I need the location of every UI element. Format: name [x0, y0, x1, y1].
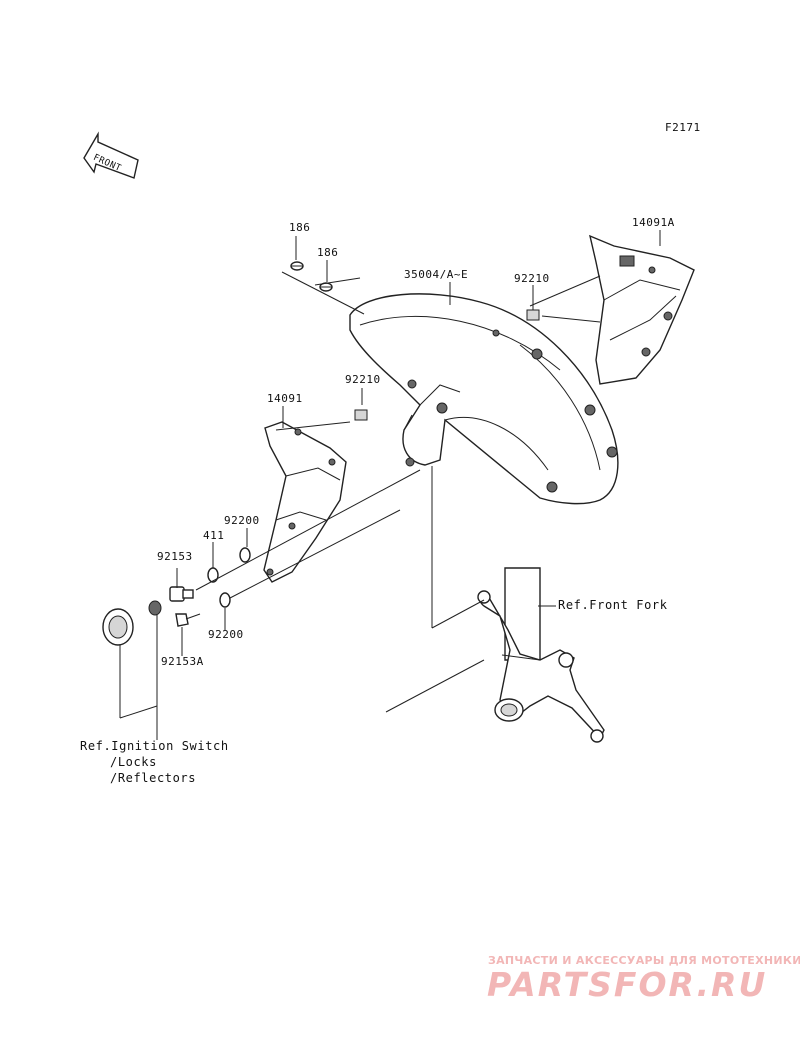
grommet-92210-left [354, 409, 368, 421]
label-186-a: 186 [289, 221, 311, 234]
leader-lines [119, 230, 661, 740]
front-fender [349, 293, 619, 505]
label-14091A: 14091A [632, 216, 675, 229]
fender-cover-right [589, 234, 695, 385]
label-92210-left: 92210 [345, 373, 381, 386]
front-arrow-icon [83, 131, 139, 179]
label-92153A: 92153A [161, 655, 204, 668]
spacer-411 [207, 567, 219, 583]
bolt-92153A [175, 613, 201, 627]
front-fork [477, 567, 605, 743]
label-92153: 92153 [157, 550, 193, 563]
label-14091: 14091 [267, 392, 303, 405]
watermark-tagline: ЗАПЧАСТИ И АКСЕССУАРЫ ДЛЯ МОТОТЕХНИКИ [488, 954, 800, 967]
label-186-b: 186 [317, 246, 339, 259]
grommet-92210-right [526, 309, 540, 321]
bolt-92153 [169, 586, 194, 602]
ref-reflectors: /Reflectors [110, 771, 197, 785]
label-35004: 35004/A~E [404, 268, 469, 281]
label-92200-upper: 92200 [224, 514, 260, 527]
label-92210-right: 92210 [514, 272, 550, 285]
washer-92200-lower [219, 592, 231, 608]
ref-locks: /Locks [110, 755, 157, 769]
washer-92200-upper [239, 547, 251, 563]
reflector [102, 608, 134, 646]
ref-front-fork: Ref.Front Fork [558, 598, 668, 612]
label-92200-lower: 92200 [208, 628, 244, 641]
label-411: 411 [203, 529, 225, 542]
nut [148, 600, 162, 616]
ref-ignition-switch: Ref.Ignition Switch [80, 739, 229, 753]
figure-code: F2171 [665, 121, 701, 134]
bolt-186-a [290, 261, 304, 271]
watermark-logo: PARTSFOR.RU [487, 965, 768, 1004]
fender-cover-left [263, 421, 347, 583]
